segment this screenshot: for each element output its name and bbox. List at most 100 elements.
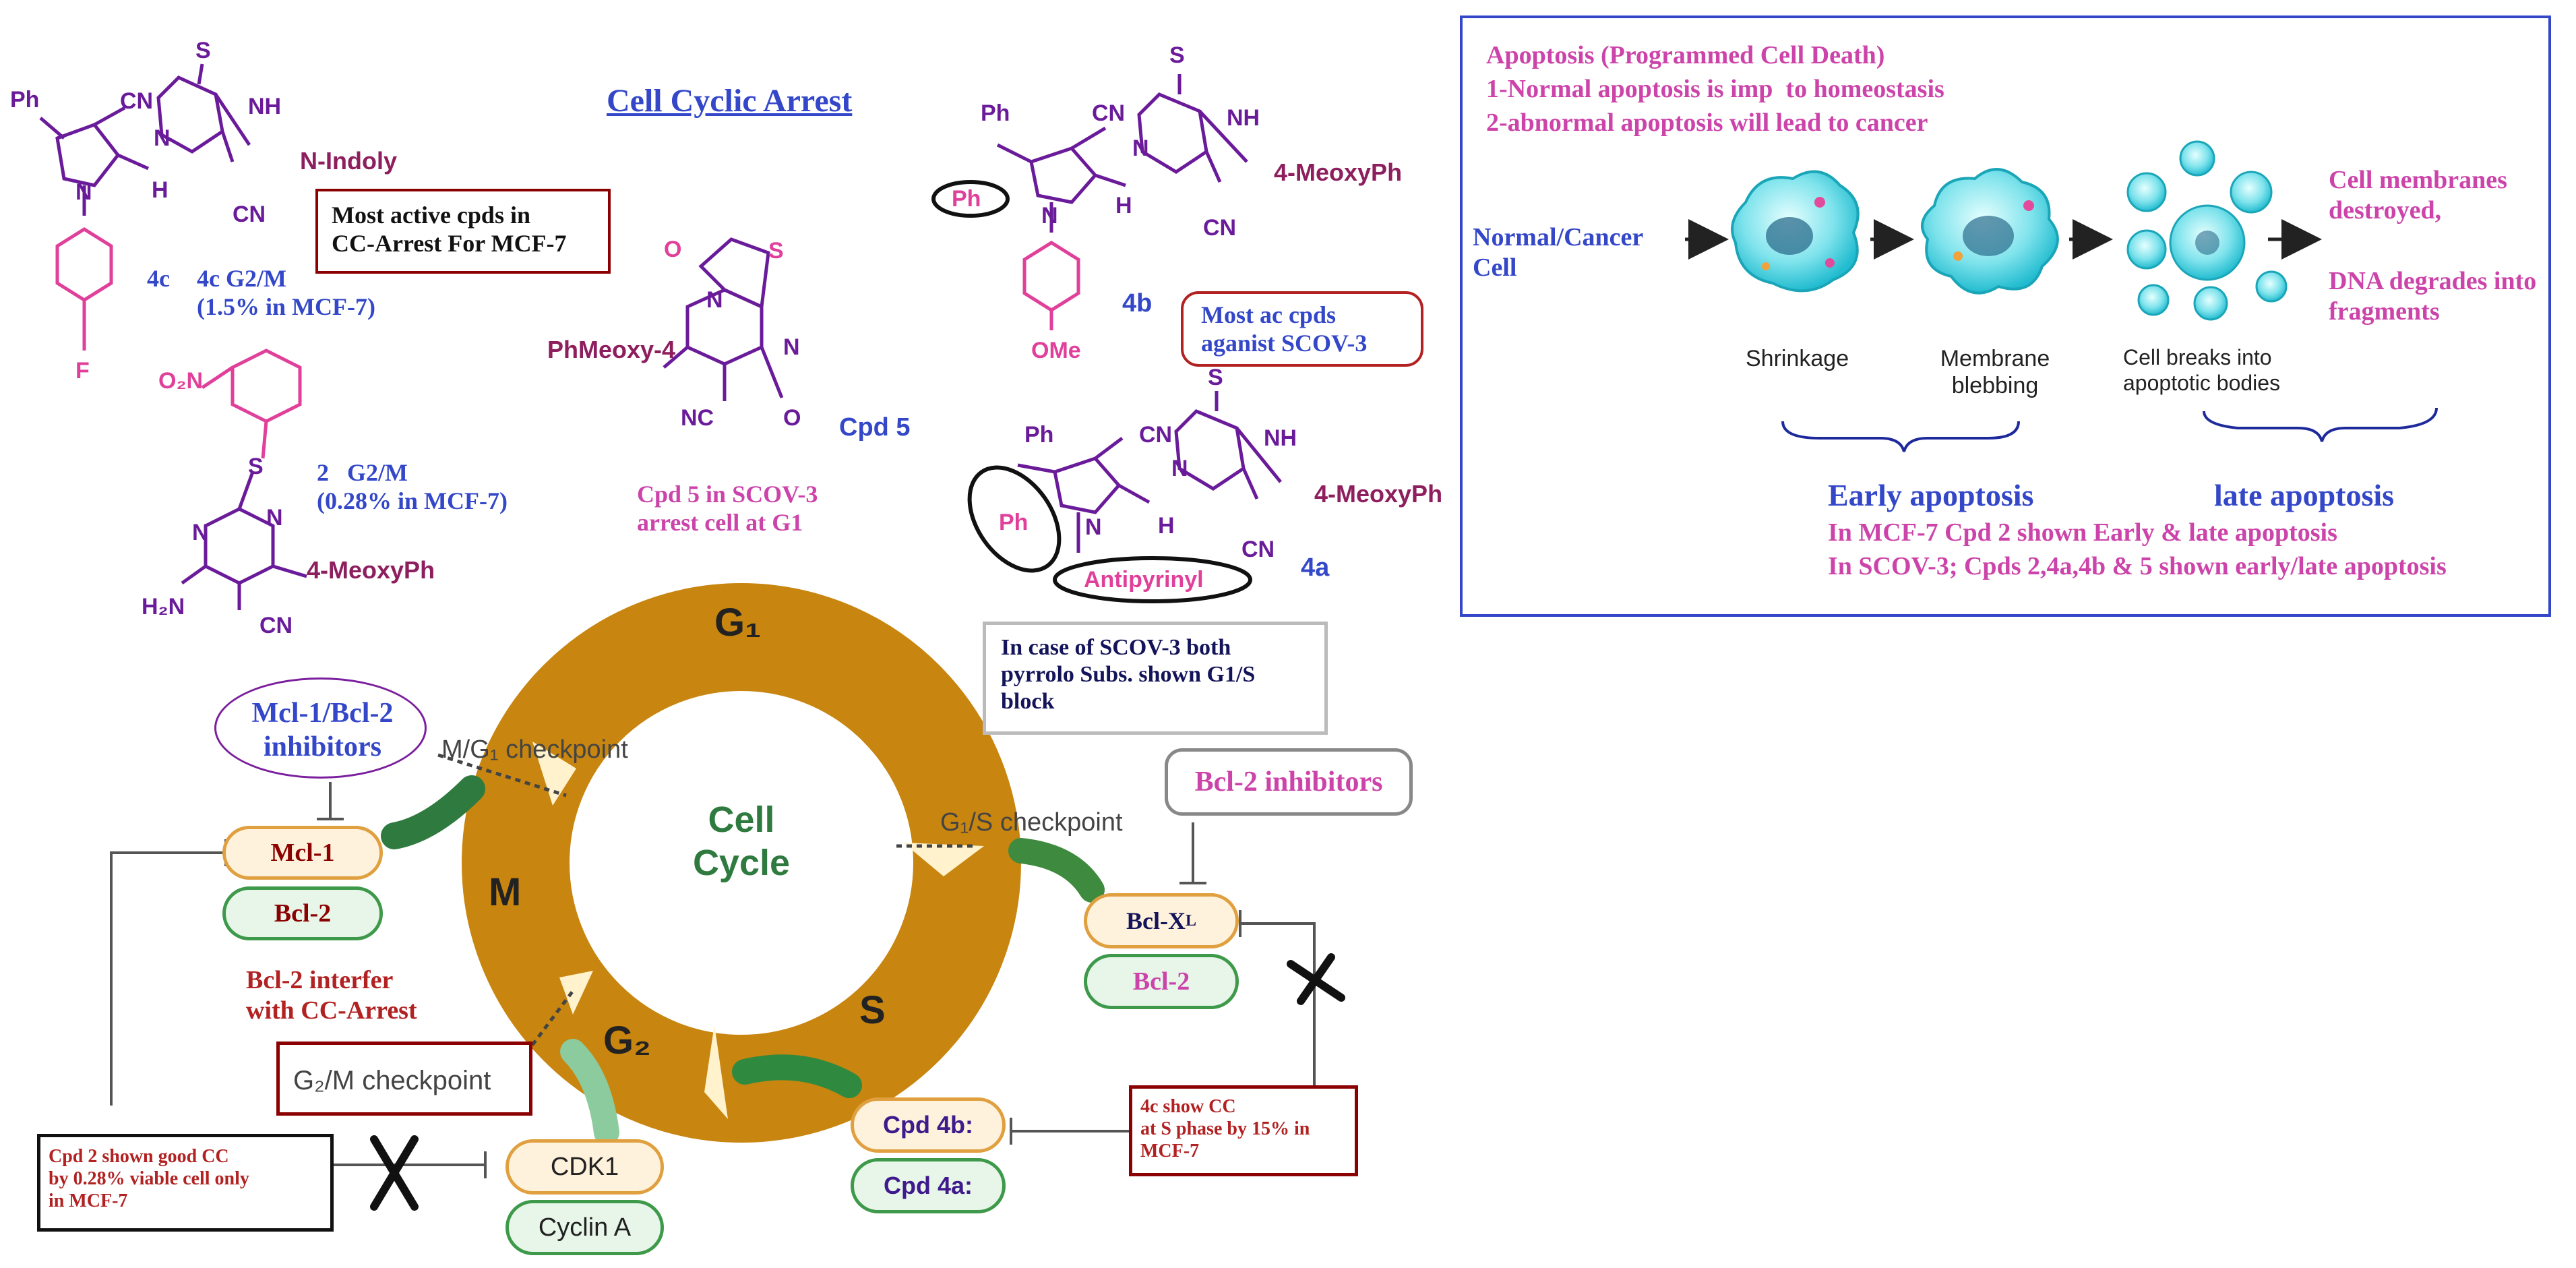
- structure-5-bonds: [663, 237, 784, 401]
- bclxl-label: Bcl-X: [1126, 907, 1186, 934]
- normal-cancer-cell-label: Normal/Cancer Cell: [1473, 223, 1644, 282]
- atom-n: N: [1171, 456, 1188, 481]
- phase-g2: G₂: [603, 1019, 651, 1062]
- atom-s: S: [1208, 365, 1223, 390]
- phase-separators: [532, 742, 984, 1119]
- atom-ph: Ph: [981, 100, 1010, 126]
- atom-n: N: [1132, 135, 1149, 161]
- scov3-pyrrolo-text: In case of SCOV-3 both pyrrolo Subs. sho…: [1001, 635, 1256, 715]
- g1s-checkpoint-label: G₁/S checkpoint: [940, 808, 1123, 837]
- atom-n: N: [75, 179, 92, 205]
- atom-n: N: [1041, 203, 1058, 229]
- structure-2-pyrimidine: [181, 471, 307, 610]
- atom-o: O: [783, 405, 801, 431]
- atom-h2n: H₂N: [142, 594, 185, 620]
- compound-4c-result: 4c G2/M (1.5% in MCF-7): [197, 265, 375, 321]
- cpd2-cc-text: Cpd 2 shown good CC by 0.28% viable cell…: [49, 1146, 249, 1212]
- blebbing-label: Membrane blebbing: [1940, 346, 2050, 399]
- atom-no2: O₂N: [158, 368, 204, 394]
- atom-h: H: [1158, 513, 1175, 539]
- atom-ome: OMe: [1031, 338, 1081, 363]
- phase-m: M: [489, 870, 522, 914]
- phase-g1: G₁: [714, 601, 762, 644]
- cyclin-a-pill: Cyclin A: [505, 1200, 664, 1255]
- compound-label-4a: 4a: [1301, 553, 1330, 582]
- substituent-label: N-Indoly: [300, 147, 397, 175]
- cpd4a-pill: Cpd 4a:: [851, 1158, 1006, 1213]
- atom-cn: CN: [120, 88, 154, 114]
- scov3-pyrrolo-box: In case of SCOV-3 both pyrrolo Subs. sho…: [983, 622, 1328, 735]
- atom-cn: CN: [259, 613, 293, 638]
- atom-h: H: [1115, 193, 1132, 218]
- compound-label-4b: 4b: [1122, 289, 1153, 318]
- g2m-checkpoint-label: G₂/M checkpoint: [293, 1066, 491, 1095]
- structure-4c-aryl: [55, 227, 113, 351]
- atom-ph: Ph: [1024, 422, 1054, 448]
- g2m-checkpoint-box: G₂/M checkpoint: [276, 1041, 532, 1116]
- membranes-destroyed-label: Cell membranes destroyed,: [2329, 166, 2507, 224]
- atom-cn: CN: [1203, 215, 1237, 241]
- atom-n: N: [192, 520, 209, 545]
- atom-h: H: [152, 177, 168, 203]
- cpd4b-pill: Cpd 4b:: [851, 1097, 1006, 1153]
- cell-cycle-ring: [462, 583, 1021, 1143]
- mg1-checkpoint-label: M/G₁ checkpoint: [441, 735, 628, 764]
- antipyrinyl-label: Antipyrinyl: [1084, 567, 1204, 593]
- atom-n: N: [154, 125, 171, 151]
- cell-cyclic-arrest-heading: Cell Cyclic Arrest: [607, 83, 853, 119]
- most-active-scov3-text: Most ac cpds aganist SCOV-3: [1201, 301, 1368, 357]
- checkpoint-lines: [437, 753, 977, 1046]
- substituent-label: 4-MeoxyPh: [1274, 158, 1403, 186]
- atom-n: N: [1085, 514, 1102, 540]
- cell-illustrations: [1731, 140, 2288, 321]
- apoptotic-bodies-label: Cell breaks into apoptotic bodies: [2123, 345, 2281, 395]
- bcl2-interfer-text: Bcl-2 interfer with CC-Arrest: [246, 966, 417, 1025]
- mcl-bcl-inhibitors-ellipse: Mcl-1/Bcl-2 inhibitors: [214, 677, 427, 779]
- structure-4b-anisyl: [1022, 241, 1080, 330]
- atom-n: N: [706, 287, 723, 313]
- structure-2-bonds: [201, 349, 302, 459]
- shrinkage-cell: [1731, 170, 1860, 293]
- atom-o: O: [664, 237, 682, 262]
- apoptosis-line1: 1-Normal apoptosis is imp to homeostasis: [1486, 75, 1944, 103]
- substituent-label: 4-MeoxyPh: [307, 556, 435, 584]
- cell-cycle-center-label: Cell Cycle: [692, 799, 791, 883]
- bclxl-subscript: L: [1185, 911, 1196, 930]
- bcl2-inhibitors-box: Bcl-2 inhibitors: [1165, 748, 1413, 816]
- substituent-label: PhMeoxy-4: [547, 336, 676, 363]
- atom-ph-highlighted: Ph: [952, 186, 981, 212]
- compound-2-result: 2 G2/M (0.28% in MCF-7): [317, 459, 508, 515]
- compound-5-result: Cpd 5 in SCOV-3 arrest cell at G1: [637, 481, 818, 537]
- c4c-s-phase-box: 4c show CC at S phase by 15% in MCF-7: [1129, 1085, 1358, 1176]
- structure-4a-bonds: [1017, 391, 1282, 553]
- cpd2-cc-box: Cpd 2 shown good CC by 0.28% viable cell…: [37, 1134, 334, 1232]
- shrinkage-label: Shrinkage: [1746, 346, 1849, 371]
- substituent-label: 4-MeoxyPh: [1314, 480, 1443, 508]
- atom-cn: CN: [233, 202, 266, 227]
- atom-f: F: [75, 358, 90, 384]
- scov3-apoptosis-note: In SCOV-3; Cpds 2,4a,4b & 5 shown early/…: [1828, 552, 2447, 580]
- atom-cn: CN: [1139, 422, 1173, 448]
- atom-n: N: [783, 334, 800, 360]
- mcl1-pill: Mcl-1: [222, 826, 383, 880]
- blebbing-cell: [1921, 168, 2059, 295]
- structure-4c-bonds: [39, 63, 251, 216]
- bcl2-left-pill: Bcl-2: [222, 886, 383, 940]
- atom-cn: CN: [1092, 100, 1126, 126]
- compound-label-5: Cpd 5: [839, 413, 911, 442]
- apoptosis-braces: [1781, 407, 2438, 452]
- mcl-bcl-inhibitors-text: Mcl-1/Bcl-2 inhibitors: [251, 698, 394, 762]
- atom-cn: CN: [1241, 537, 1275, 562]
- phase-s: S: [859, 988, 886, 1032]
- green-arcs: [381, 775, 1105, 1145]
- atom-n: N: [266, 505, 283, 531]
- highlight-ellipses: [931, 180, 1252, 603]
- most-active-text: Most active cpds in CC-Arrest For MCF-7: [332, 202, 567, 258]
- atom-s: S: [195, 38, 211, 63]
- atom-s: S: [248, 454, 264, 479]
- late-apoptosis-label: late apoptosis: [2214, 478, 2395, 512]
- dna-degrades-label: DNA degrades into fragments: [2329, 267, 2537, 326]
